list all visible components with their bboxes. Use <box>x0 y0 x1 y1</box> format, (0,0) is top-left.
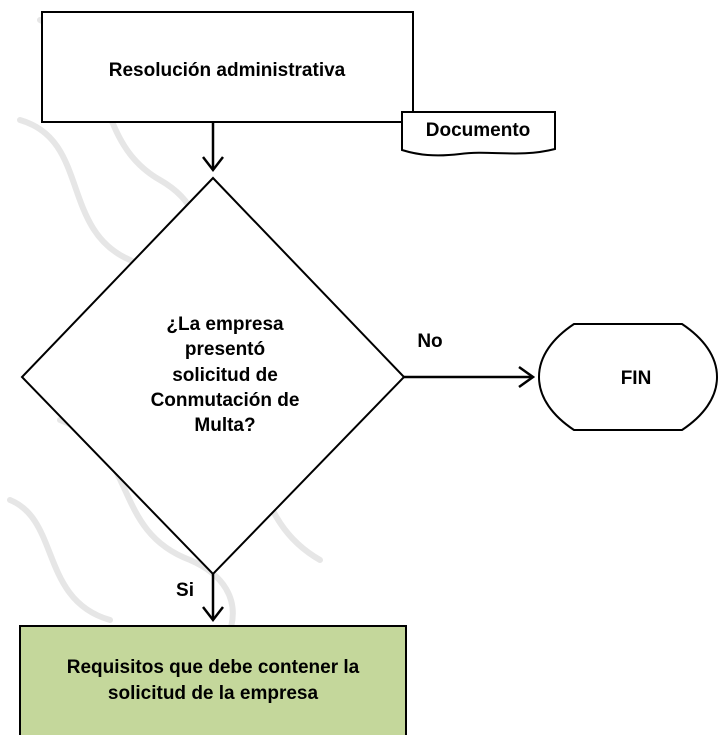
document-tag: Documento <box>401 111 556 157</box>
yes-branch-label: Si <box>176 580 194 601</box>
decision-diamond: ¿La empresa presentó solicitud de Conmut… <box>20 176 406 576</box>
decision-line-4: Conmutación de <box>151 390 300 411</box>
start-box-label: Resolución administrativa <box>109 60 346 81</box>
requirements-line-1: Requisitos que debe contener la <box>67 657 360 678</box>
end-terminal: FIN <box>537 323 719 431</box>
no-branch-label: No <box>417 331 442 352</box>
decision-line-1: ¿La empresa <box>166 314 284 335</box>
requirements-line-2: solicitud de la empresa <box>108 683 319 704</box>
decision-line-5: Multa? <box>194 415 255 436</box>
decision-line-3: solicitud de <box>172 365 278 386</box>
arrow-yes-branch: Si <box>176 574 224 623</box>
arrow-no-branch: No <box>404 331 536 389</box>
start-process-box: Resolución administrativa <box>41 11 414 123</box>
end-terminal-label: FIN <box>621 368 652 389</box>
document-tag-label: Documento <box>426 120 531 141</box>
requirements-box: Requisitos que debe contener la solicitu… <box>19 625 407 735</box>
decision-line-2: presentó <box>185 339 265 360</box>
arrow-start-to-decision <box>202 122 224 173</box>
